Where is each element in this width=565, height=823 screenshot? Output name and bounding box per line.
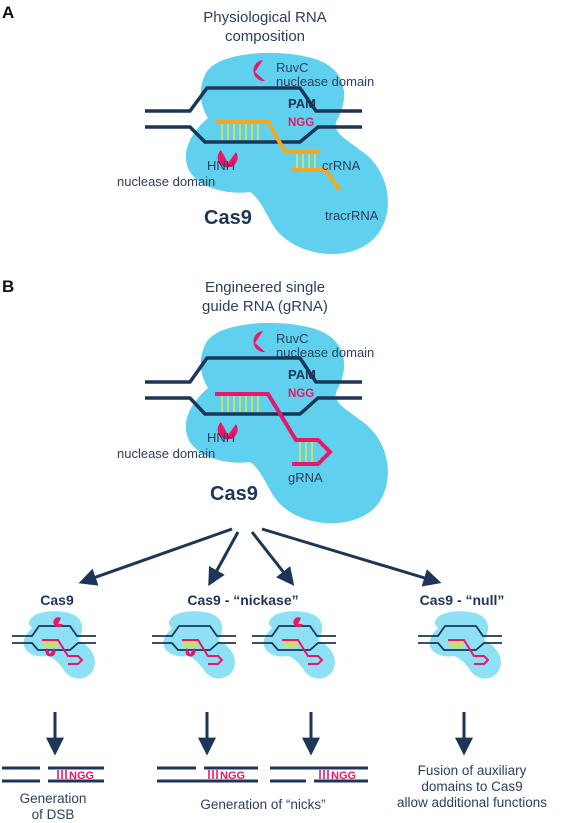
- variant-nickase-title: Cas9 - “nickase”: [187, 592, 298, 608]
- panel-a-title-line1: Physiological RNA: [203, 9, 326, 26]
- mini-nickase-variant-1: [151, 610, 237, 680]
- product-nick-1: [157, 766, 258, 783]
- down-arrows: [46, 712, 473, 756]
- grna-dna-duplex: [221, 396, 259, 412]
- crrna-tracrrna-duplex: [296, 154, 316, 168]
- panel-a-title-line2: composition: [225, 28, 305, 45]
- ruvc-label-a2: nuclease domain: [276, 74, 374, 89]
- ngg-label-a: NGG: [288, 117, 314, 129]
- variant-cas9-title: Cas9: [40, 592, 74, 608]
- dsb-cut-marks: [57, 770, 67, 779]
- dna-top-strand-a: [145, 86, 362, 113]
- grna-hairpin-duplex: [299, 442, 313, 462]
- tracrrna-label: tracrRNA: [325, 208, 379, 223]
- nick1-ngg: NGG: [220, 770, 245, 782]
- tracrrna-strand: [292, 168, 342, 192]
- ruvc-label-b1: RuvC: [276, 331, 309, 346]
- ruvc-nuclease-b: [253, 331, 265, 353]
- hnh-nuclease-a: [217, 150, 238, 168]
- crrna-label: crRNA: [322, 158, 361, 173]
- pam-label-b: PAM: [288, 367, 316, 382]
- ngg-label-b: NGG: [288, 388, 314, 400]
- hnh-label-a1: HNH: [207, 158, 235, 173]
- cas9-label-a: Cas9: [204, 207, 252, 229]
- pam-label-a: PAM: [288, 96, 316, 111]
- nick1-marks: [208, 770, 218, 779]
- caption-null-2: domains to Cas9: [421, 779, 522, 794]
- caption-null-3: allow additional functions: [397, 795, 547, 810]
- hnh-nuclease-b: [217, 422, 238, 440]
- hnh-label-a2: nuclease domain: [117, 174, 215, 189]
- dna-bottom-strand-b: [145, 396, 362, 416]
- hnh-label-b2: nuclease domain: [117, 446, 215, 461]
- caption-null-1: Fusion of auxiliary: [418, 763, 527, 778]
- mini-null-variant: [417, 610, 503, 680]
- variant-null-title: Cas9 - “null”: [420, 592, 505, 608]
- crrna-dna-duplex: [221, 124, 259, 140]
- nick2-marks: [319, 770, 329, 779]
- dna-bottom-strand-a: [145, 125, 362, 144]
- crrna-strand: [215, 120, 320, 154]
- mini-nickase-variant-2: [251, 610, 337, 680]
- grna-strand: [215, 392, 333, 466]
- hnh-label-b1: HNH: [207, 430, 235, 445]
- cas9-label-b: Cas9: [210, 483, 258, 505]
- caption-dsb-1: Generation: [20, 791, 87, 806]
- panel-a-letter: A: [2, 3, 14, 22]
- panel-b-title-line2: guide RNA (gRNA): [202, 298, 328, 315]
- mini-cas9-variant: [11, 610, 97, 680]
- panel-b-title-line1: Engineered single: [205, 279, 325, 296]
- branch-arrows: [78, 527, 442, 587]
- product-nick-2: [270, 766, 368, 783]
- dna-top-strand-b: [145, 356, 362, 384]
- product-dsb: [2, 766, 104, 783]
- caption-nicks: Generation of “nicks”: [200, 797, 325, 812]
- dsb-ngg: NGG: [69, 770, 94, 782]
- nick2-ngg: NGG: [331, 770, 356, 782]
- grna-label: gRNA: [288, 470, 323, 485]
- ruvc-nuclease-a: [253, 60, 265, 82]
- caption-dsb-2: of DSB: [32, 807, 75, 822]
- ruvc-label-a1: RuvC: [276, 60, 309, 75]
- panel-b-letter: B: [2, 277, 14, 296]
